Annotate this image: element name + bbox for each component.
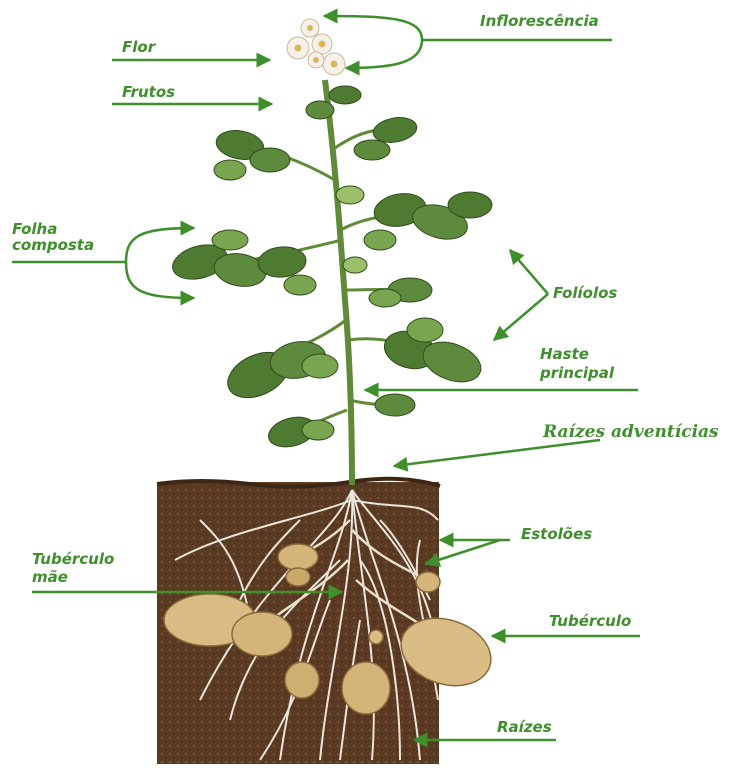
- label-tuberculo-mae-line1: Tubérculo: [32, 552, 114, 567]
- label-foliolos: Folíolos: [553, 286, 617, 301]
- flowers: [287, 19, 345, 75]
- label-raizes-adventicias: Raízes adventícias: [543, 424, 719, 441]
- label-tuberculo-mae-line2: mãe: [32, 570, 68, 585]
- label-folha-composta-line2: composta: [12, 238, 94, 253]
- label-raizes: Raízes: [497, 720, 552, 735]
- label-haste-principal-line1: Haste: [540, 347, 589, 362]
- label-estoloes: Estolões: [521, 527, 592, 542]
- label-tuberculo: Tubérculo: [549, 614, 631, 629]
- label-frutos: Frutos: [122, 85, 175, 100]
- label-haste-principal-line2: principal: [540, 366, 614, 381]
- label-flor: Flor: [122, 40, 155, 55]
- label-folha-composta-line1: Folha: [12, 222, 57, 237]
- label-inflorescencia: Inflorescência: [480, 14, 599, 29]
